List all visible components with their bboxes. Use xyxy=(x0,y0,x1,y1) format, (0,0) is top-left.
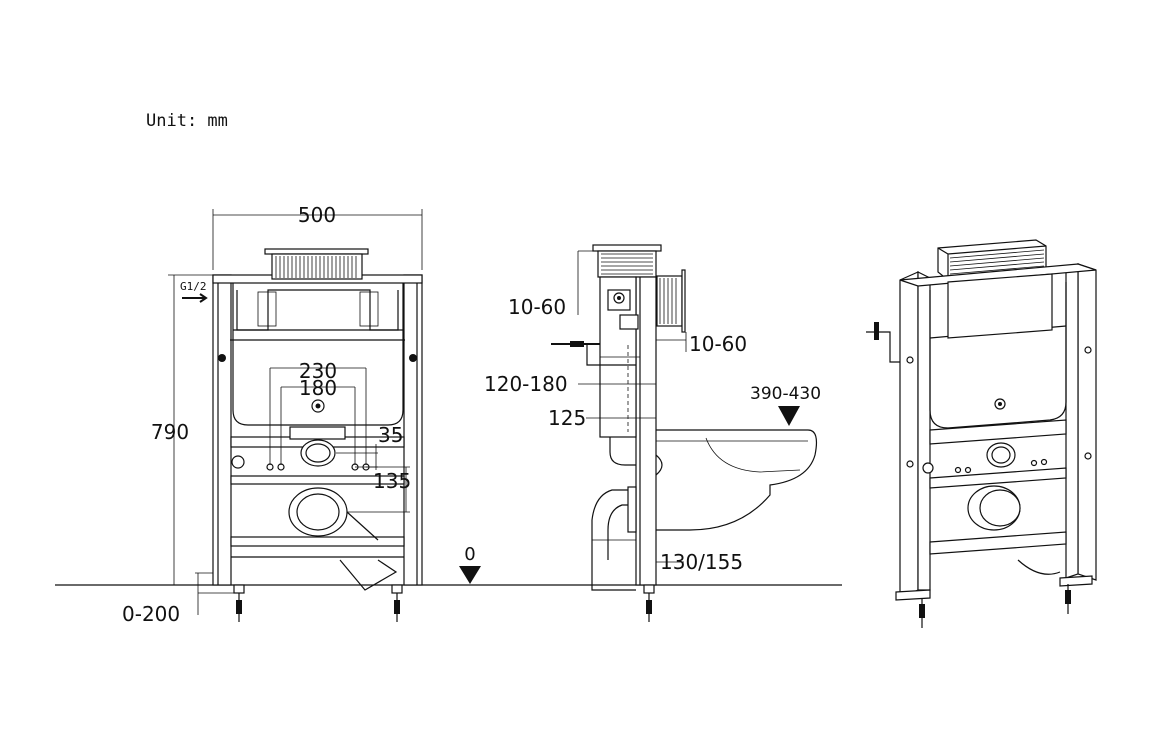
dim-side-depth: 10-60 xyxy=(689,332,747,356)
front-view: 500 790 G1/2 230 180 35 135 0-200 0 xyxy=(122,203,481,626)
side-upright xyxy=(635,276,657,586)
dim-bolt-depth: 125 xyxy=(548,406,586,430)
dim-height: 790 xyxy=(151,420,189,444)
inlet-arrow-icon xyxy=(182,293,208,303)
unit-label: Unit: mm xyxy=(146,111,228,131)
side-drain-pipe xyxy=(591,489,636,591)
dim-180: 180 xyxy=(299,376,337,400)
dim-230: 230 xyxy=(299,359,337,383)
floor-zero-label: 0 xyxy=(464,544,475,565)
dim-seat-height: 390-430 xyxy=(750,384,821,404)
right-upright xyxy=(403,274,423,586)
perspective-view xyxy=(866,239,1097,628)
side-button-plate xyxy=(592,244,662,252)
housing-ribs xyxy=(275,256,357,278)
dim-135: 135 xyxy=(373,469,411,493)
floor-marker-icon xyxy=(459,566,481,584)
cistern-body xyxy=(232,283,404,426)
dim-leg: 0-200 xyxy=(122,602,180,626)
dim-bolt-range: 120-180 xyxy=(484,372,568,396)
perspective-left-upright xyxy=(899,271,919,599)
side-view: 10-60 10-60 120-180 125 130/155 390-430 xyxy=(484,244,821,622)
left-upright xyxy=(212,274,232,586)
bottom-rail xyxy=(230,536,405,547)
button-plate xyxy=(264,248,369,255)
dim-35: 35 xyxy=(378,423,403,447)
frame-hole-left xyxy=(218,354,226,362)
dim-width: 500 xyxy=(298,203,336,227)
perspective-right-upright xyxy=(1077,263,1097,581)
frame-hole-right xyxy=(409,354,417,362)
inlet-label: G1/2 xyxy=(180,280,207,293)
button-housing xyxy=(271,253,363,280)
dim-drain-spacing: 130/155 xyxy=(660,550,743,574)
wall-hung-toilet xyxy=(656,429,818,531)
seat-marker-icon xyxy=(778,406,800,426)
dim-top-depth: 10-60 xyxy=(508,295,566,319)
